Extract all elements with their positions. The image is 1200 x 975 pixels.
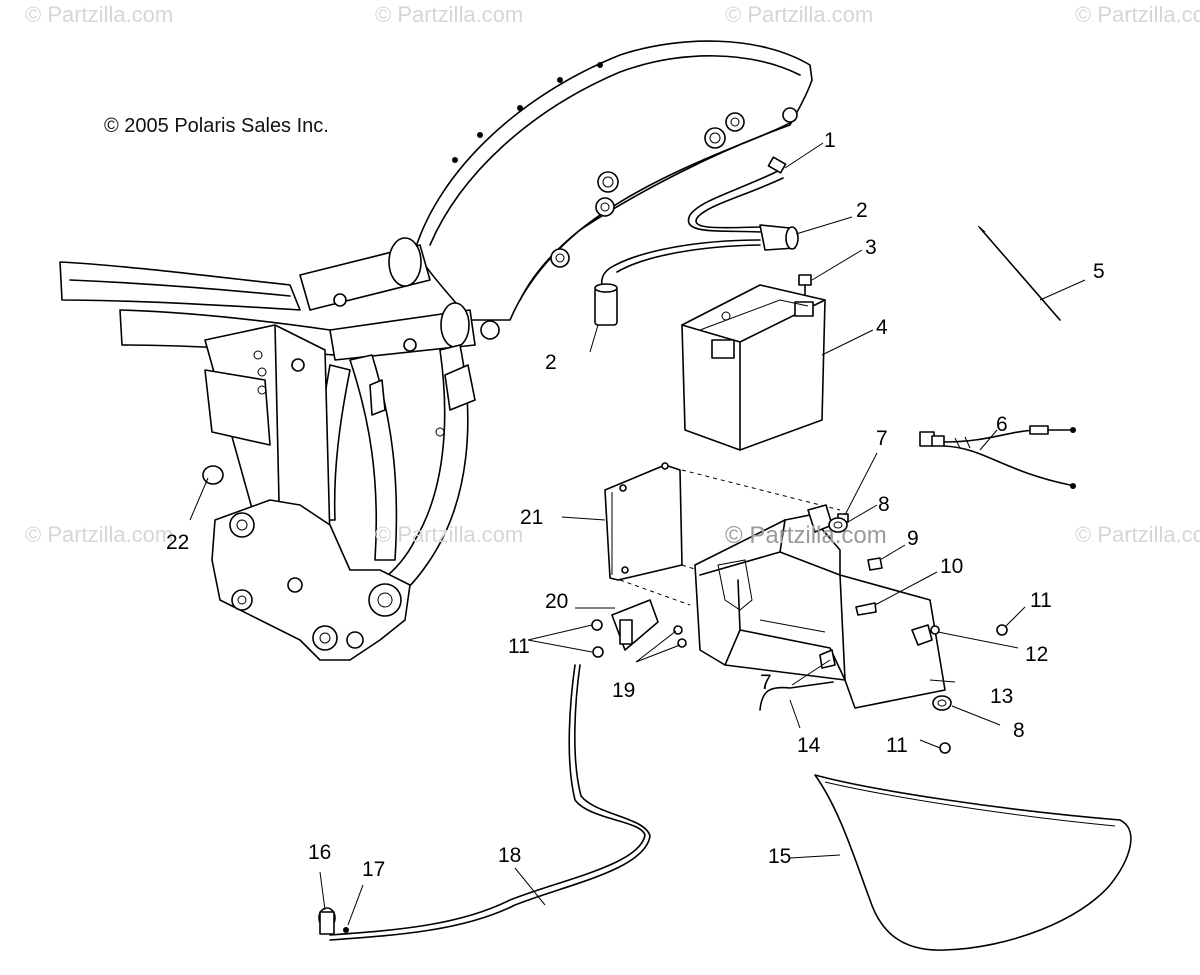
callout-11: 11: [1030, 589, 1052, 612]
motorcycle-frame-icon: [59, 40, 813, 661]
copyright-text: © 2005 Polaris Sales Inc.: [104, 115, 329, 137]
frame-bolts: [452, 62, 798, 268]
callout-2: 2: [856, 199, 868, 222]
callout-9: 9: [907, 527, 919, 550]
callout-18: 18: [498, 844, 522, 867]
callout-21: 21: [520, 506, 544, 529]
watermark: © Partzilla.com: [725, 522, 887, 549]
callout-5: 5: [1093, 260, 1105, 283]
leader-lines: [189, 142, 1086, 926]
electrical-plate: [604, 462, 841, 606]
callout-1: 1: [824, 129, 836, 152]
callout-19: 19: [612, 679, 636, 702]
callout-8: 8: [878, 493, 890, 516]
callout-12: 12: [1025, 643, 1049, 666]
callout-11: 11: [508, 635, 530, 658]
callout-3: 3: [865, 236, 877, 259]
watermark: © Partzilla.com: [725, 2, 874, 27]
callout-22: 22: [166, 531, 190, 554]
callout-13: 13: [990, 685, 1014, 708]
battery-icon: [681, 284, 826, 451]
watermark: © Partzilla.com: [25, 522, 174, 547]
callout-7: 7: [876, 427, 888, 450]
callout-7: 7: [760, 671, 772, 694]
watermark: © Partzilla.com: [1075, 522, 1200, 547]
watermark: © Partzilla.com: [375, 522, 524, 547]
callout-2: 2: [545, 351, 557, 374]
wire-harness: [919, 425, 1076, 489]
ground-cable: [318, 664, 651, 941]
callout-4: 4: [876, 316, 888, 339]
watermark: © Partzilla.com: [1075, 2, 1200, 27]
callout-6: 6: [996, 413, 1008, 436]
side-cover-icon: [814, 774, 1132, 951]
callout-8: 8: [1013, 719, 1025, 742]
watermark: © Partzilla.com: [25, 2, 174, 27]
callout-20: 20: [545, 590, 569, 613]
battery-cable: [594, 156, 799, 326]
callout-17: 17: [362, 858, 386, 881]
callout-11: 11: [886, 734, 908, 757]
callout-14: 14: [797, 734, 821, 757]
battery-box-icon: [694, 504, 946, 709]
callout-10: 10: [940, 555, 964, 578]
strap: [977, 225, 1061, 321]
watermark: © Partzilla.com: [375, 2, 524, 27]
callout-16: 16: [308, 841, 332, 864]
callout-15: 15: [768, 845, 792, 868]
